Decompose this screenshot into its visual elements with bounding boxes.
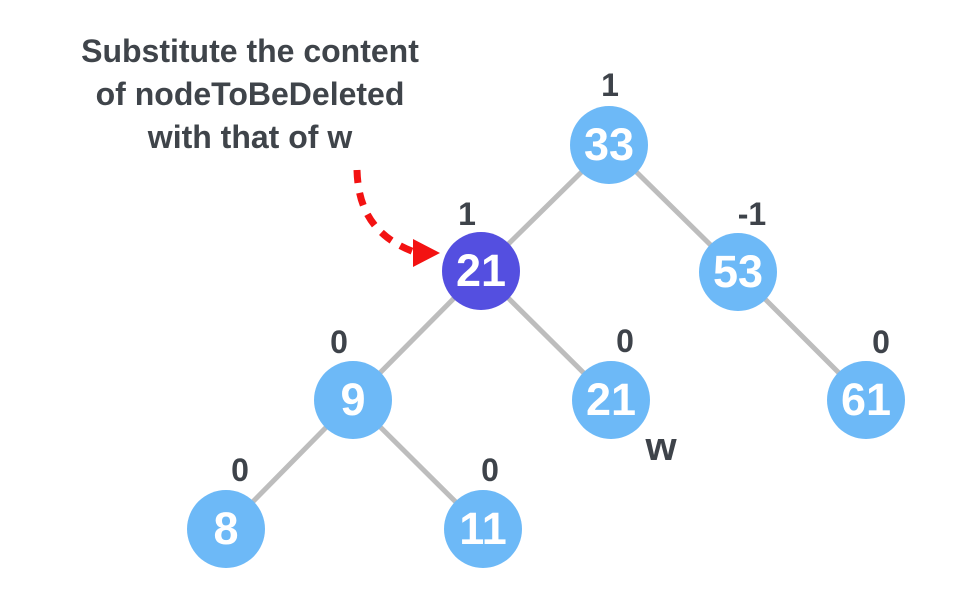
balance-factor-21: 1 xyxy=(458,196,476,232)
annotation-line-2: of nodeToBeDeleted xyxy=(95,76,405,112)
tree-node-53: 53 xyxy=(699,233,777,311)
pointer-arrow-curve xyxy=(353,169,422,258)
tree-node-21-w: 21 xyxy=(572,361,650,439)
balance-factor-11: 0 xyxy=(481,452,499,488)
balance-factor-9: 0 xyxy=(330,324,348,360)
pointer-arrow xyxy=(353,169,440,267)
tree-node-21-deleted: 21 xyxy=(442,232,520,310)
balance-factor-53: -1 xyxy=(737,196,767,232)
tree-node-9: 9 xyxy=(314,361,392,439)
tree-node-33: 33 xyxy=(570,106,648,184)
annotation-line-1: Substitute the content xyxy=(81,33,419,69)
balance-factor-8: 0 xyxy=(231,452,249,488)
balance-factor-61: 0 xyxy=(872,324,890,360)
annotation-text: Substitute the content of nodeToBeDelete… xyxy=(54,30,446,159)
tree-node-8: 8 xyxy=(187,490,265,568)
tree-node-11: 11 xyxy=(444,490,522,568)
w-label: w xyxy=(645,425,677,469)
balance-factor-21w: 0 xyxy=(616,323,634,359)
balance-factor-33: 1 xyxy=(601,67,619,103)
annotation-line-3: with that of w xyxy=(147,119,353,155)
tree-node-61: 61 xyxy=(827,361,905,439)
pointer-arrowhead-icon xyxy=(413,239,440,267)
tree-edges xyxy=(224,143,868,531)
